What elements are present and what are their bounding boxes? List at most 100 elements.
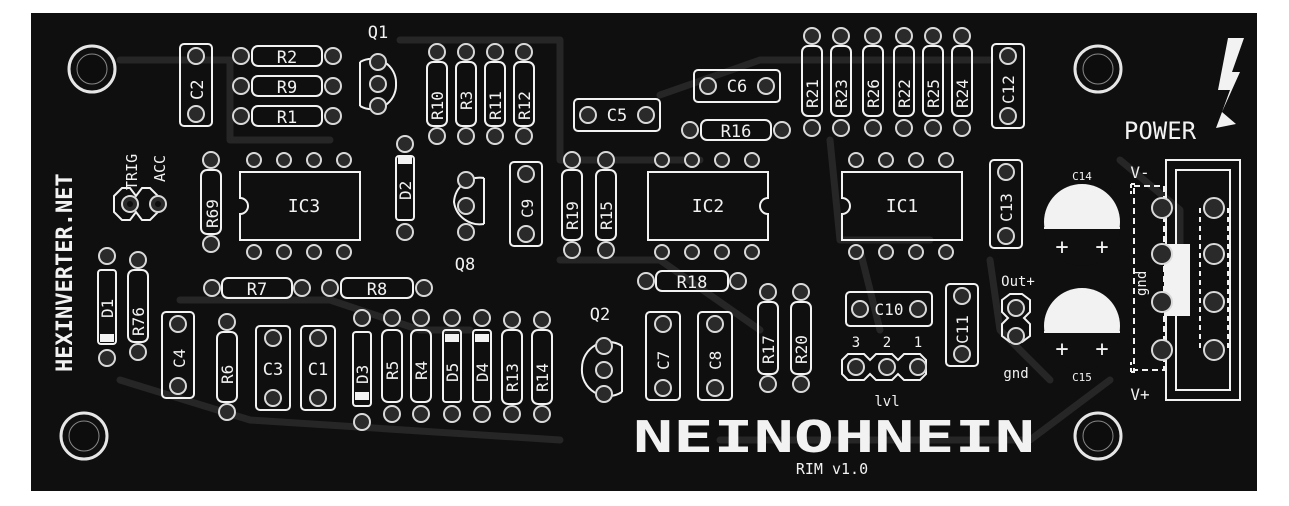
d4-label: D4 [473,363,492,382]
d2-label: D2 [396,181,415,200]
c4-label: C4 [170,349,189,368]
resistor-r10: R10 [426,43,448,145]
c9-label: C9 [518,199,537,218]
svg-text:+: + [1095,235,1108,260]
resistor-r15: R15 [595,151,617,259]
ic-ic1: IC1 [841,152,963,260]
board-version: RIM v1.0 [796,460,868,478]
ic2-label: IC2 [692,196,725,217]
ic-ic3: IC3 [239,152,361,260]
c14-label: C14 [1072,170,1092,183]
capacitor-c9: C9 [509,161,543,247]
jumper-3-label: 3 [852,335,860,351]
svg-text:+: + [1055,235,1068,260]
c15-label: C15 [1072,371,1092,384]
r69-label: R69 [203,199,222,228]
c1-label: C1 [308,360,328,380]
c6-label: C6 [727,77,747,97]
capacitor-c10: C10 [845,291,933,327]
diode-d4: D4 [472,309,492,423]
r6-label: R6 [218,365,237,384]
r20-label: R20 [792,335,811,364]
r17-label: R17 [759,335,778,364]
resistor-r22: R22 [893,27,915,137]
resistor-r20: R20 [790,283,812,393]
c3-label: C3 [263,360,283,380]
out-plus-label: Out+ [1001,274,1035,290]
resistor-r13: R13 [501,311,523,423]
acc-label: ACC [151,155,169,182]
lvl-label: lvl [874,394,899,410]
transistor-q2: Q2 [580,305,623,403]
resistor-r18: R18 [637,270,747,293]
capacitor-c4: C4 [161,311,195,399]
r26-label: R26 [864,79,883,108]
resistor-r25: R25 [922,27,944,137]
capacitor-c7: C7 [645,311,681,401]
c5-label: C5 [607,106,627,126]
c2-label: C2 [188,80,208,100]
mounting-hole-bottom-right [1073,411,1123,461]
d5-label: D5 [443,363,462,382]
c10-label: C10 [875,300,904,319]
v-plus-label: V+ [1130,385,1149,404]
resistor-r9: R9 [232,75,342,98]
capacitor-c5: C5 [573,98,661,132]
r15-label: R15 [597,201,616,230]
resistor-r16: R16 [681,119,791,142]
d1-label: D1 [98,299,117,318]
power-connector[interactable]: V- V+ gnd [1130,159,1241,404]
q2-label: Q2 [590,305,610,325]
resistor-r1: R1 [232,105,342,128]
c11-label: C11 [953,315,972,344]
r14-label: R14 [533,363,552,392]
ic3-label: IC3 [288,196,321,217]
capacitor-c14: C14 + + [1044,170,1120,266]
r13-label: R13 [503,363,522,392]
c12-label: C12 [999,75,1018,104]
r5-label: R5 [383,361,402,380]
resistor-r6: R6 [216,313,238,421]
c13-label: C13 [997,193,1016,222]
trig-acc-header[interactable] [113,187,167,221]
r10-label: R10 [428,91,447,120]
r1-label: R1 [277,108,297,128]
capacitor-c3: C3 [255,325,291,411]
power-label: POWER [1124,117,1197,145]
resistor-r11: R11 [484,43,506,145]
resistor-r2: R2 [232,45,342,68]
mounting-hole-bottom-left [59,411,109,461]
resistor-r19: R19 [561,151,583,259]
r8-label: R8 [367,280,387,300]
resistor-r12: R12 [513,43,535,145]
r22-label: R22 [895,79,914,108]
lvl-jumper[interactable]: 3 2 1 lvl [841,335,927,410]
svg-text:+: + [1095,337,1108,362]
resistor-r7: R7 [203,277,311,300]
jumper-1-label: 1 [914,335,922,351]
output-header[interactable]: Out+ gnd [1001,274,1035,382]
capacitor-c1: C1 [300,325,336,411]
mounting-hole-top-right [1073,44,1123,94]
capacitor-c12: C12 [991,43,1025,129]
website-label: HEXINVERTER.NET [53,173,78,372]
capacitor-c6: C6 [693,69,781,103]
resistor-r76: R76 [127,251,149,361]
diode-d2: D2 [395,135,415,241]
transistor-q1: Q1 [359,23,398,115]
ic1-label: IC1 [886,196,919,217]
r19-label: R19 [563,201,582,230]
resistor-r26: R26 [862,27,884,137]
transistor-q8: Q8 [452,171,485,275]
r7-label: R7 [247,280,267,300]
capacitor-c2: C2 [179,43,213,127]
capacitor-c11: C11 [945,283,979,367]
diode-d1: D1 [97,247,117,367]
resistor-r14: R14 [531,311,553,423]
resistor-r5: R5 [381,309,403,423]
resistor-r21: R21 [801,27,823,137]
r21-label: R21 [803,79,822,108]
gnd-out-label: gnd [1003,366,1028,382]
r2-label: R2 [277,48,297,68]
